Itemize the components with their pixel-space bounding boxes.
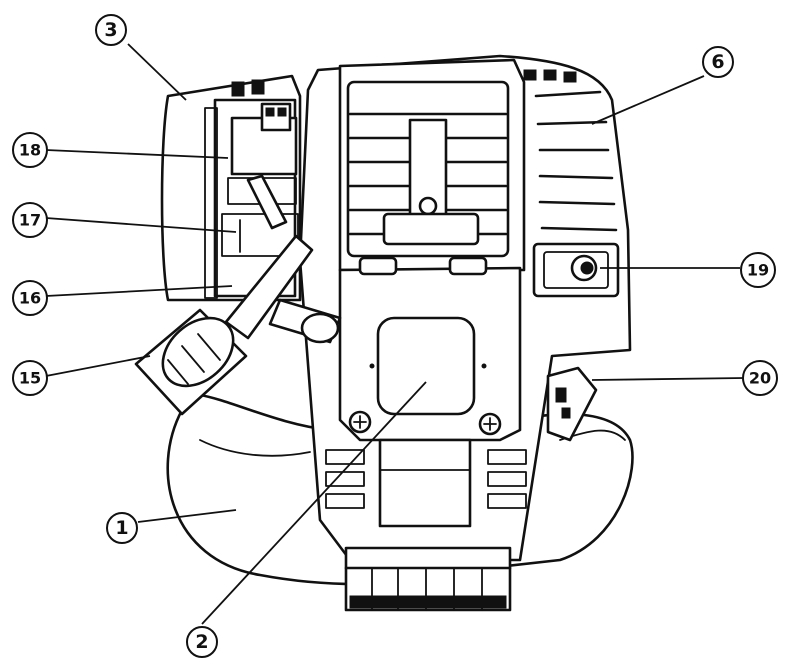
lower-vents — [325, 449, 527, 509]
primer-window — [532, 242, 620, 298]
callout-17-label: 17 — [19, 211, 41, 230]
callout-19-label: 19 — [747, 261, 769, 280]
callout-15-label: 15 — [19, 369, 41, 388]
callout-20-label: 20 — [749, 369, 771, 388]
callout-16: 16 — [12, 280, 48, 316]
callout-6-label: 6 — [711, 51, 724, 73]
screw-left — [348, 410, 372, 434]
callout-16-label: 16 — [19, 289, 41, 308]
callout-18: 18 — [12, 132, 48, 168]
callout-18-label: 18 — [19, 141, 41, 160]
carburetor — [221, 102, 299, 257]
fuel-cap — [134, 308, 248, 416]
callout-3: 3 — [95, 14, 127, 46]
callout-1: 1 — [106, 512, 138, 544]
engine-base — [344, 546, 512, 612]
leader-lines — [45, 43, 745, 625]
callout-15: 15 — [12, 360, 48, 396]
callout-3-label: 3 — [104, 19, 117, 41]
front-housing — [325, 256, 527, 528]
screw-right — [478, 412, 502, 436]
callout-1-label: 1 — [115, 517, 128, 539]
stop-switch — [546, 366, 598, 442]
callout-6: 6 — [702, 46, 734, 78]
callout-19: 19 — [740, 252, 776, 288]
callout-20: 20 — [742, 360, 778, 396]
callout-2-label: 2 — [195, 631, 208, 653]
callout-2: 2 — [186, 626, 218, 658]
fuel-hose — [224, 234, 342, 344]
cooling-fins-center — [346, 80, 510, 258]
callout-17: 17 — [12, 202, 48, 238]
